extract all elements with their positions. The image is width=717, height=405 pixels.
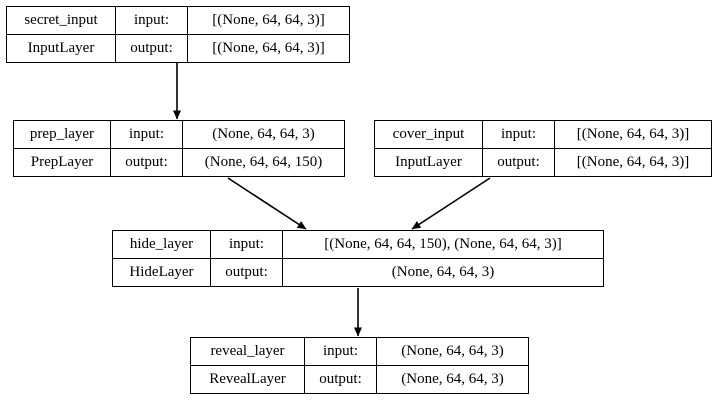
layer-name: prep_layer [14, 121, 111, 148]
node-output-row: HideLayer output: (None, 64, 64, 3) [113, 259, 603, 286]
input-label: input: [116, 7, 188, 34]
output-label: output: [116, 35, 188, 62]
node-input-row: hide_layer input: [(None, 64, 64, 150), … [113, 231, 603, 259]
input-shape: [(None, 64, 64, 150), (None, 64, 64, 3)] [324, 236, 562, 252]
layer-name: reveal_layer [191, 338, 305, 365]
input-label: input: [305, 338, 377, 365]
node-output-row: RevealLayer output: (None, 64, 64, 3) [191, 366, 528, 393]
output-label: output: [211, 259, 283, 286]
output-label: output: [111, 149, 183, 176]
input-shape: [(None, 64, 64, 3)] [576, 126, 690, 142]
node-reveal-layer[interactable]: reveal_layer input: (None, 64, 64, 3) Re… [190, 337, 529, 394]
input-shape: (None, 64, 64, 3) [212, 126, 315, 142]
layer-class: InputLayer [375, 149, 483, 176]
output-shape: (None, 64, 64, 150) [204, 154, 323, 170]
input-shape: (None, 64, 64, 3) [401, 343, 504, 359]
input-label: input: [111, 121, 183, 148]
layer-class: RevealLayer [191, 366, 305, 393]
layer-name: secret_input [7, 7, 116, 34]
node-input-row: secret_input input: [(None, 64, 64, 3)] [7, 7, 349, 35]
node-input-row: cover_input input: [(None, 64, 64, 3)] [375, 121, 711, 149]
edge-prep-to-hide [227, 177, 307, 230]
layer-name: hide_layer [113, 231, 211, 258]
output-shape: (None, 64, 64, 3) [391, 264, 495, 280]
layer-class: PrepLayer [14, 149, 111, 176]
output-label: output: [483, 149, 555, 176]
input-shape: [(None, 64, 64, 3)] [212, 12, 325, 28]
edge-cover-to-hide [411, 177, 491, 230]
output-label: output: [305, 366, 377, 393]
output-shape: (None, 64, 64, 3) [401, 371, 504, 387]
input-label: input: [211, 231, 283, 258]
layer-class: HideLayer [113, 259, 211, 286]
node-output-row: InputLayer output: [(None, 64, 64, 3)] [375, 149, 711, 176]
output-shape: [(None, 64, 64, 3)] [212, 40, 325, 56]
node-cover-input[interactable]: cover_input input: [(None, 64, 64, 3)] I… [374, 120, 712, 177]
layer-class: InputLayer [7, 35, 116, 62]
node-hide-layer[interactable]: hide_layer input: [(None, 64, 64, 150), … [112, 230, 604, 287]
input-label: input: [483, 121, 555, 148]
node-input-row: reveal_layer input: (None, 64, 64, 3) [191, 338, 528, 366]
node-output-row: PrepLayer output: (None, 64, 64, 150) [14, 149, 344, 176]
node-prep-layer[interactable]: prep_layer input: (None, 64, 64, 3) Prep… [13, 120, 345, 177]
node-output-row: InputLayer output: [(None, 64, 64, 3)] [7, 35, 349, 62]
node-input-row: prep_layer input: (None, 64, 64, 3) [14, 121, 344, 149]
node-secret-input[interactable]: secret_input input: [(None, 64, 64, 3)] … [6, 6, 350, 63]
output-shape: [(None, 64, 64, 3)] [576, 154, 690, 170]
layer-name: cover_input [375, 121, 483, 148]
